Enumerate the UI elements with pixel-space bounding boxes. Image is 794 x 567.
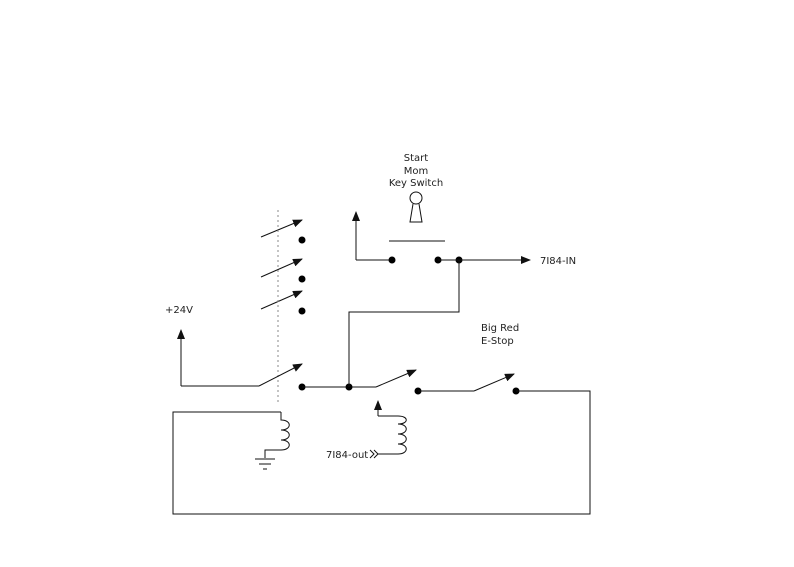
estop-label-line1: Big Red	[481, 323, 519, 334]
estop-label-line2: E-Stop	[481, 336, 514, 347]
relay-arm-1	[260, 219, 303, 238]
output-label: 7I84-out	[326, 450, 368, 461]
relay-arm-3	[260, 290, 303, 310]
return-loop-wire	[172, 390, 591, 515]
output-coil	[378, 415, 407, 455]
relay-main-arm	[258, 363, 303, 387]
relay-contact-1	[298, 236, 306, 244]
out-switch-arm	[375, 369, 417, 388]
start-key-switch	[352, 211, 531, 264]
hold-feedback-wire	[348, 260, 460, 387]
coil-icon	[264, 412, 290, 458]
supply-circuit	[177, 329, 306, 391]
key-icon	[409, 191, 423, 223]
relay-contact-3	[298, 307, 306, 315]
estop-arm	[473, 373, 515, 392]
start-contact-left	[388, 256, 396, 264]
output-coil-assembly	[369, 400, 407, 459]
input-label: 7I84-IN	[540, 256, 576, 267]
relay-contacts-upper	[260, 219, 306, 315]
start-switch-label-line3: Key Switch	[389, 178, 443, 189]
main-line	[172, 260, 591, 515]
ground-icon	[255, 458, 275, 470]
start-switch-label-line1: Start	[404, 153, 429, 164]
relay-arm-2	[260, 258, 303, 278]
start-switch-label-line2: Mom	[404, 166, 429, 177]
output-marker-icon	[369, 449, 379, 459]
supply-label: +24V	[165, 305, 193, 316]
relay-contact-2	[298, 275, 306, 283]
